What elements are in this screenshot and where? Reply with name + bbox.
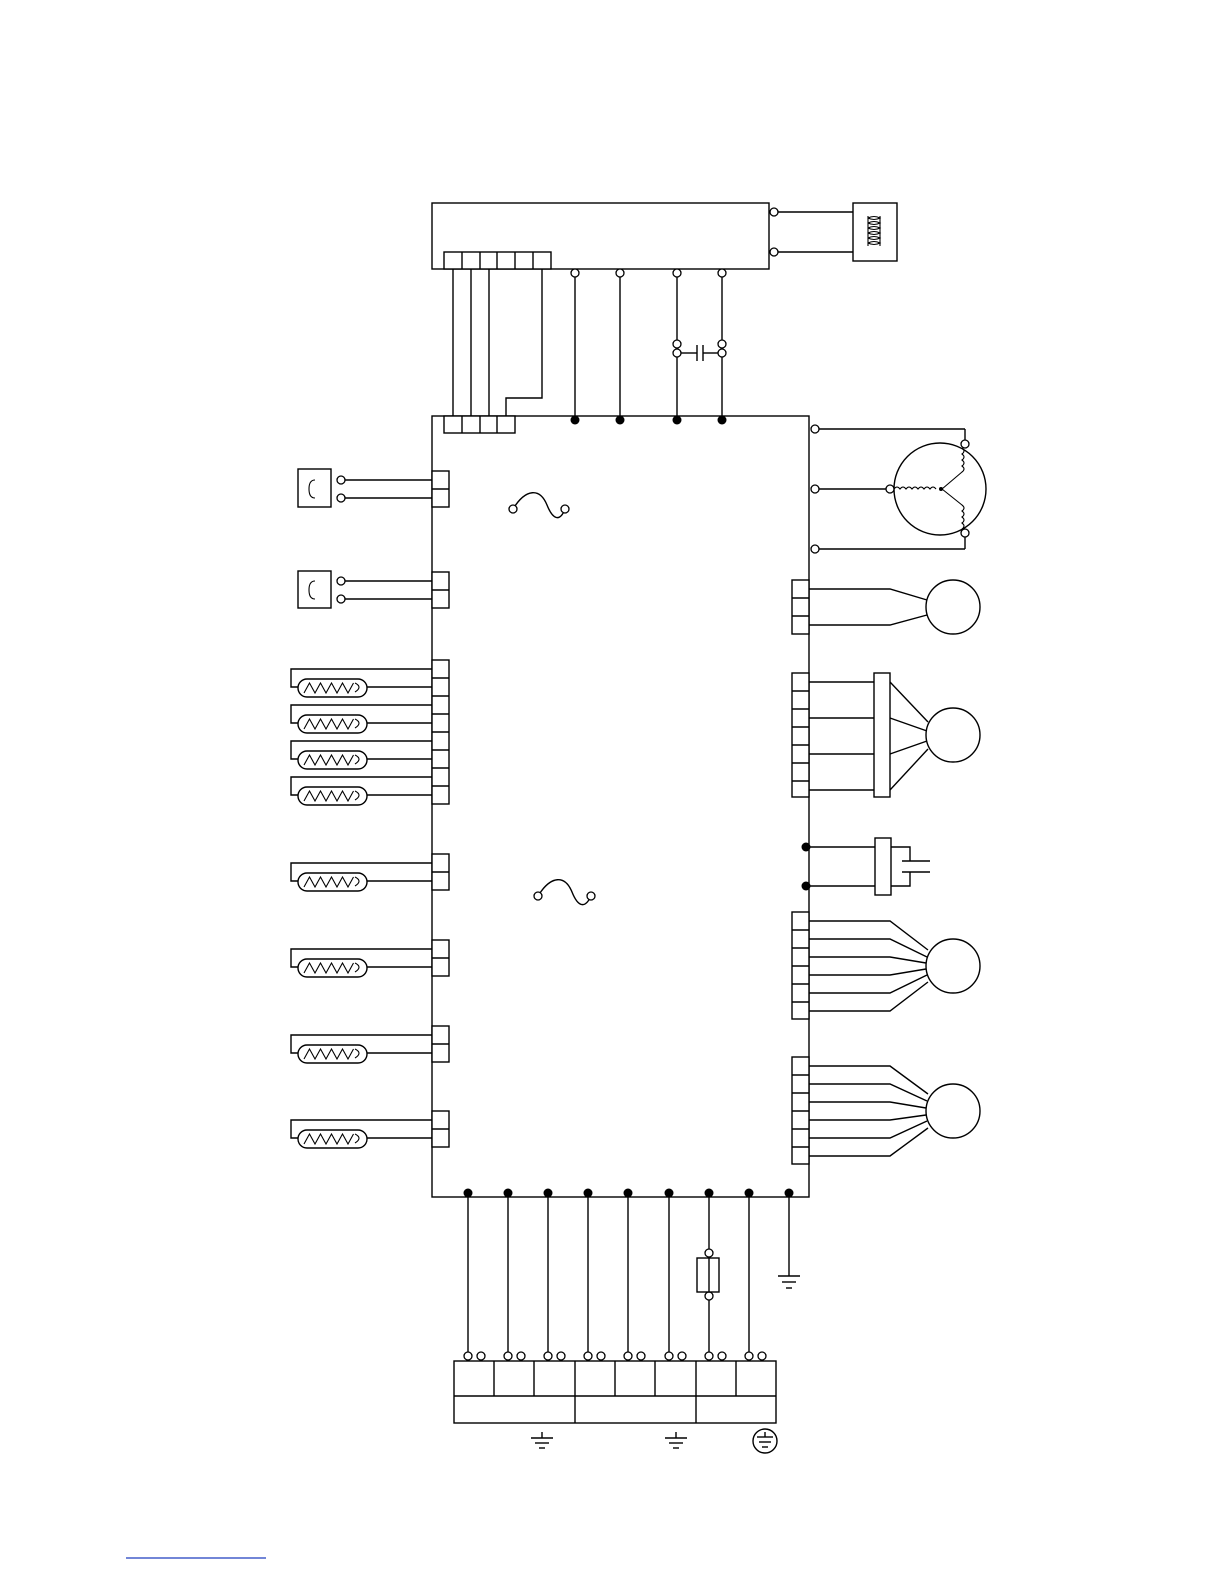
capacitor-icon bbox=[802, 838, 931, 895]
thermistor-icon bbox=[291, 777, 432, 805]
signal-ground-icon bbox=[531, 1432, 553, 1448]
display-board bbox=[432, 203, 769, 269]
switch-sensor-2 bbox=[298, 571, 449, 608]
fan-motor-icon bbox=[792, 580, 980, 634]
switch-sensor-1 bbox=[298, 469, 449, 507]
thermistor-icon bbox=[291, 863, 432, 891]
top-board-connector bbox=[444, 252, 551, 269]
signal-ground-icon bbox=[778, 1276, 800, 1288]
thermistor-connector-5 bbox=[432, 854, 449, 890]
thermistor-icon bbox=[291, 669, 432, 697]
thermistor-connector-6 bbox=[432, 940, 449, 976]
thermistor-icon bbox=[291, 1035, 432, 1063]
stepper-motor-1-icon bbox=[792, 912, 980, 1019]
thermistor-connector-8 bbox=[432, 1111, 449, 1147]
thermistor-icon bbox=[291, 949, 432, 977]
inductor-coil-icon bbox=[770, 203, 897, 261]
thermistor-group bbox=[432, 660, 449, 804]
stepper-motor-2-icon bbox=[792, 1057, 980, 1164]
protective-earth-icon bbox=[753, 1429, 777, 1453]
fuse-icon bbox=[697, 1249, 719, 1300]
three-phase-motor-icon bbox=[811, 425, 986, 553]
signal-ground-icon bbox=[665, 1432, 687, 1448]
main-control-board bbox=[432, 416, 809, 1198]
louver-motor-icon bbox=[792, 673, 980, 797]
thermistor-icon bbox=[291, 741, 432, 769]
bottom-wires bbox=[464, 1189, 794, 1353]
thermistor-icon bbox=[291, 705, 432, 733]
terminal-block bbox=[454, 1352, 776, 1423]
thermistor-connector-7 bbox=[432, 1026, 449, 1062]
ribbon-cable bbox=[453, 269, 542, 416]
thermistor-icon bbox=[291, 1120, 432, 1148]
capacitor-icon bbox=[673, 340, 726, 361]
board-interconnect-wires bbox=[571, 269, 726, 420]
